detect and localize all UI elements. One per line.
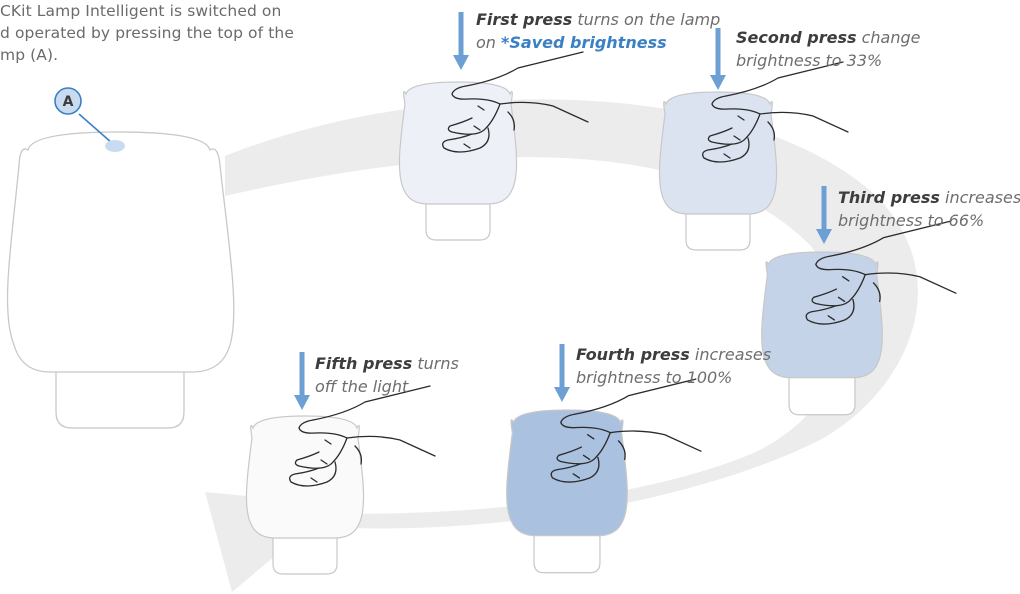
lamp-base <box>533 524 601 574</box>
step-5-text-2: off the light <box>315 377 409 396</box>
step-1-title: First press <box>476 10 573 29</box>
marker-a-leader <box>78 113 113 144</box>
press-arrow-4 <box>554 344 570 402</box>
intro-line-3: mp (A). <box>0 46 59 64</box>
step-4-lamp <box>506 378 702 574</box>
intro-line-2: d operated by pressing the top of the <box>0 24 294 42</box>
marker-a: A <box>54 87 125 152</box>
press-arrow-5 <box>294 352 310 410</box>
step-4-title: Fourth press <box>576 345 690 364</box>
step-2-title: Second press <box>736 28 857 47</box>
step-4-text-2: brightness to 100% <box>576 368 733 387</box>
main-lamp <box>6 131 235 429</box>
lamp-base <box>788 366 856 416</box>
marker-a-circle <box>54 87 82 115</box>
step-3-text-2: brightness to 66% <box>838 211 985 230</box>
step-1-lamp <box>398 51 589 241</box>
press-arrow-1 <box>453 12 469 70</box>
step-3-caption: Third press increases brightness to 66% <box>838 186 1020 232</box>
main-lamp-base <box>55 354 185 429</box>
lamp-shade <box>658 91 778 215</box>
press-arrow-3 <box>816 186 832 244</box>
marker-a-label: A <box>63 94 74 110</box>
intro-line-1: CKit Lamp Intelligent is switched on <box>0 2 282 20</box>
step-2-caption: Second press change brightness to 33% <box>736 26 920 72</box>
step-3-lamp <box>761 220 957 416</box>
step-1-text: turns on the lamp <box>572 10 721 29</box>
step-2-lamp <box>658 61 849 251</box>
step-5-text: turns <box>412 354 459 373</box>
main-lamp-shade <box>6 131 235 373</box>
press-arrow-2 <box>710 28 726 90</box>
intro-text: CKit Lamp Intelligent is switched on d o… <box>0 0 345 66</box>
step-4-text: increases <box>689 345 772 364</box>
step-5-title: Fifth press <box>315 354 413 373</box>
step-2-text-2: brightness to 33% <box>736 51 883 70</box>
pressing-hand <box>289 385 436 487</box>
lamp-shade <box>506 409 628 537</box>
step-5-lamp <box>245 385 436 575</box>
lamp-shade <box>398 81 518 205</box>
lamp-base <box>685 203 751 251</box>
pressing-hand <box>702 61 849 163</box>
step-1-caption: First press turns on the lamp on *Saved … <box>476 8 720 54</box>
lamp-shade <box>761 251 883 379</box>
cycle-swirl-arrow <box>205 99 918 592</box>
step-5-caption: Fifth press turns off the light <box>315 352 459 398</box>
pressing-hand <box>442 51 589 153</box>
touch-point <box>105 140 125 152</box>
lamp-shade <box>245 415 365 539</box>
step-3-text: increases <box>939 188 1020 207</box>
step-2-text: change <box>856 28 921 47</box>
saved-brightness-note: *Saved brightness <box>501 33 667 52</box>
pressing-hand <box>550 378 702 483</box>
step-1-text-2: on <box>476 33 502 52</box>
step-4-caption: Fourth press increases brightness to 100… <box>576 343 771 389</box>
lamp-base <box>272 527 338 575</box>
pressing-hand <box>805 220 957 325</box>
lamp-base <box>425 193 491 241</box>
step-3-title: Third press <box>838 188 940 207</box>
